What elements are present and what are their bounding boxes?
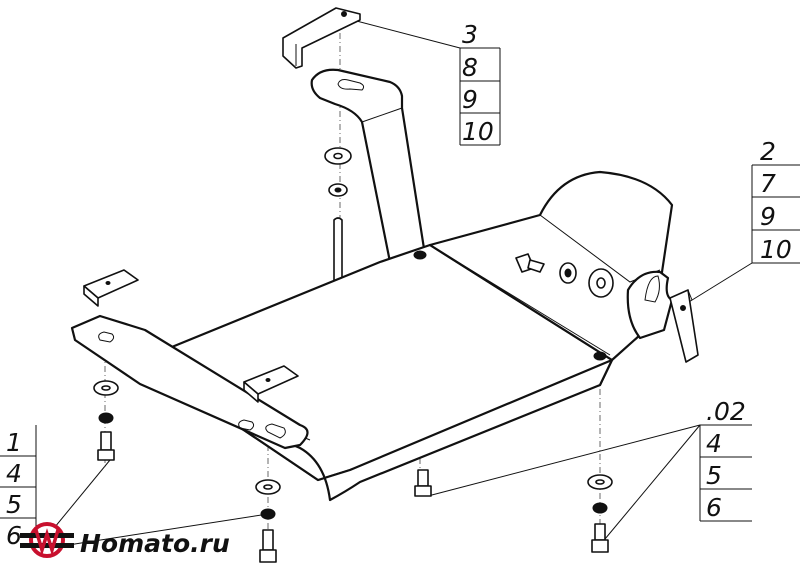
callout-bottom-right-4: 6 bbox=[706, 493, 722, 522]
logo-emblem-icon bbox=[20, 522, 74, 558]
callout-right-3: 9 bbox=[760, 202, 776, 231]
callout-right-4: 10 bbox=[760, 235, 792, 264]
callout-table-top: 3 8 9 10 bbox=[344, 17, 501, 146]
callout-top-2: 8 bbox=[462, 53, 478, 82]
callout-bottom-right-1: .02 bbox=[706, 397, 746, 426]
callout-left-3: 5 bbox=[6, 490, 22, 519]
logo-text: Homato.ru bbox=[80, 529, 230, 558]
main-skid-plate bbox=[70, 170, 674, 502]
callout-right-2: 7 bbox=[760, 169, 776, 198]
center-front-fasteners bbox=[255, 479, 281, 563]
callout-bottom-right-2: 4 bbox=[706, 429, 722, 458]
callout-left-4: 6 bbox=[6, 521, 22, 550]
callout-left-1: 1 bbox=[6, 428, 22, 457]
right-strap bbox=[669, 289, 699, 363]
right-rear-fasteners bbox=[587, 474, 613, 553]
callout-bottom-right-3: 5 bbox=[706, 461, 722, 490]
top-fasteners bbox=[324, 147, 352, 288]
callout-left-2: 4 bbox=[6, 459, 22, 488]
left-spacer-plates bbox=[83, 269, 299, 403]
top-bent-plate bbox=[282, 7, 361, 69]
site-logo: Homato.ru bbox=[20, 522, 230, 558]
callout-top-4: 10 bbox=[462, 117, 494, 146]
left-front-fasteners bbox=[93, 380, 119, 461]
callout-right-1: 2 bbox=[760, 137, 776, 166]
callout-top-1: 3 bbox=[462, 20, 478, 49]
callout-table-right: 2 7 9 10 bbox=[683, 137, 800, 306]
rear-mounting-bracket bbox=[310, 68, 427, 264]
center-rear-bolt bbox=[414, 469, 432, 497]
callout-top-3: 9 bbox=[462, 85, 478, 114]
callout-table-bottom-right: .02 4 5 6 bbox=[427, 397, 752, 546]
shield-bolt-group bbox=[515, 253, 614, 298]
